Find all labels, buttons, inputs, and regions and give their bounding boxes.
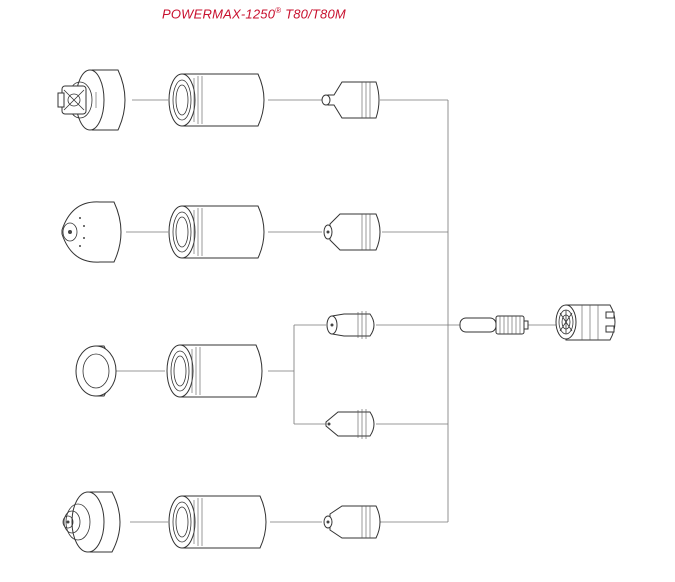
retaining-cup-3 [166,344,263,398]
shield-mechanized [57,69,126,131]
retaining-cup-4 [168,495,267,549]
swirl-ring [555,304,616,341]
deflector [75,345,117,397]
shield-dome [61,201,122,263]
nozzle-row3-a [326,311,375,339]
electrode [459,315,529,335]
nozzle-row1 [321,81,380,119]
shield-drag [62,491,121,553]
title-product: POWERMAX-1250 [162,6,276,22]
registered-mark: ® [275,6,282,15]
nozzle-row4 [323,505,381,539]
nozzle-row3-b [325,409,375,439]
connector-lines [116,99,556,523]
title-model: T80/T80M [285,6,346,22]
diagram-title: POWERMAX-1250® T80/T80M [162,6,346,21]
nozzle-row2 [323,213,381,251]
retaining-cup-2 [168,205,265,259]
retaining-cup-1 [168,73,265,127]
